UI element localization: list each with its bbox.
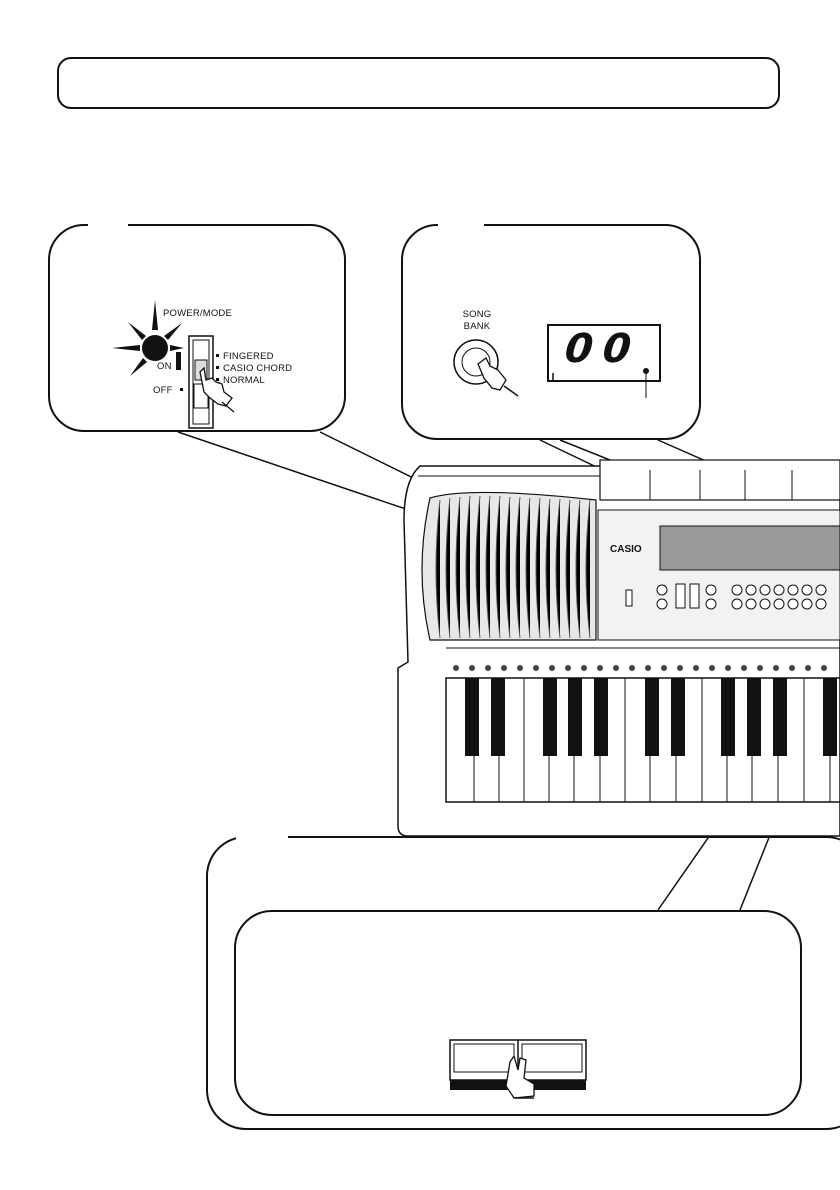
two-keys-press-illustration xyxy=(449,1039,587,1099)
song-bank-callout xyxy=(401,224,701,440)
panel-gap xyxy=(88,219,128,229)
led-display xyxy=(547,324,661,398)
keyboard-illustration: CASIO xyxy=(397,459,840,837)
pointing-hand-icon xyxy=(199,366,235,413)
power-mode-slider xyxy=(176,335,219,429)
song-bank-button-icon xyxy=(453,339,519,397)
mode-casio-chord-label: CASIO CHORD xyxy=(223,363,293,374)
mode-fingered-label: FINGERED xyxy=(223,351,274,362)
casio-logo: CASIO xyxy=(610,544,642,555)
panel-gap xyxy=(438,219,484,229)
song-bank-label-line2: BANK xyxy=(463,321,491,332)
panel-gap xyxy=(236,830,288,842)
title-box xyxy=(57,57,780,109)
power-on-label: ON xyxy=(156,361,173,373)
power-light-icon xyxy=(112,300,184,376)
power-off-label: OFF xyxy=(153,385,173,396)
mode-normal-label: NORMAL xyxy=(223,375,265,386)
song-bank-label-line1: SONG xyxy=(462,309,492,320)
power-mode-label: POWER/MODE xyxy=(163,308,233,319)
